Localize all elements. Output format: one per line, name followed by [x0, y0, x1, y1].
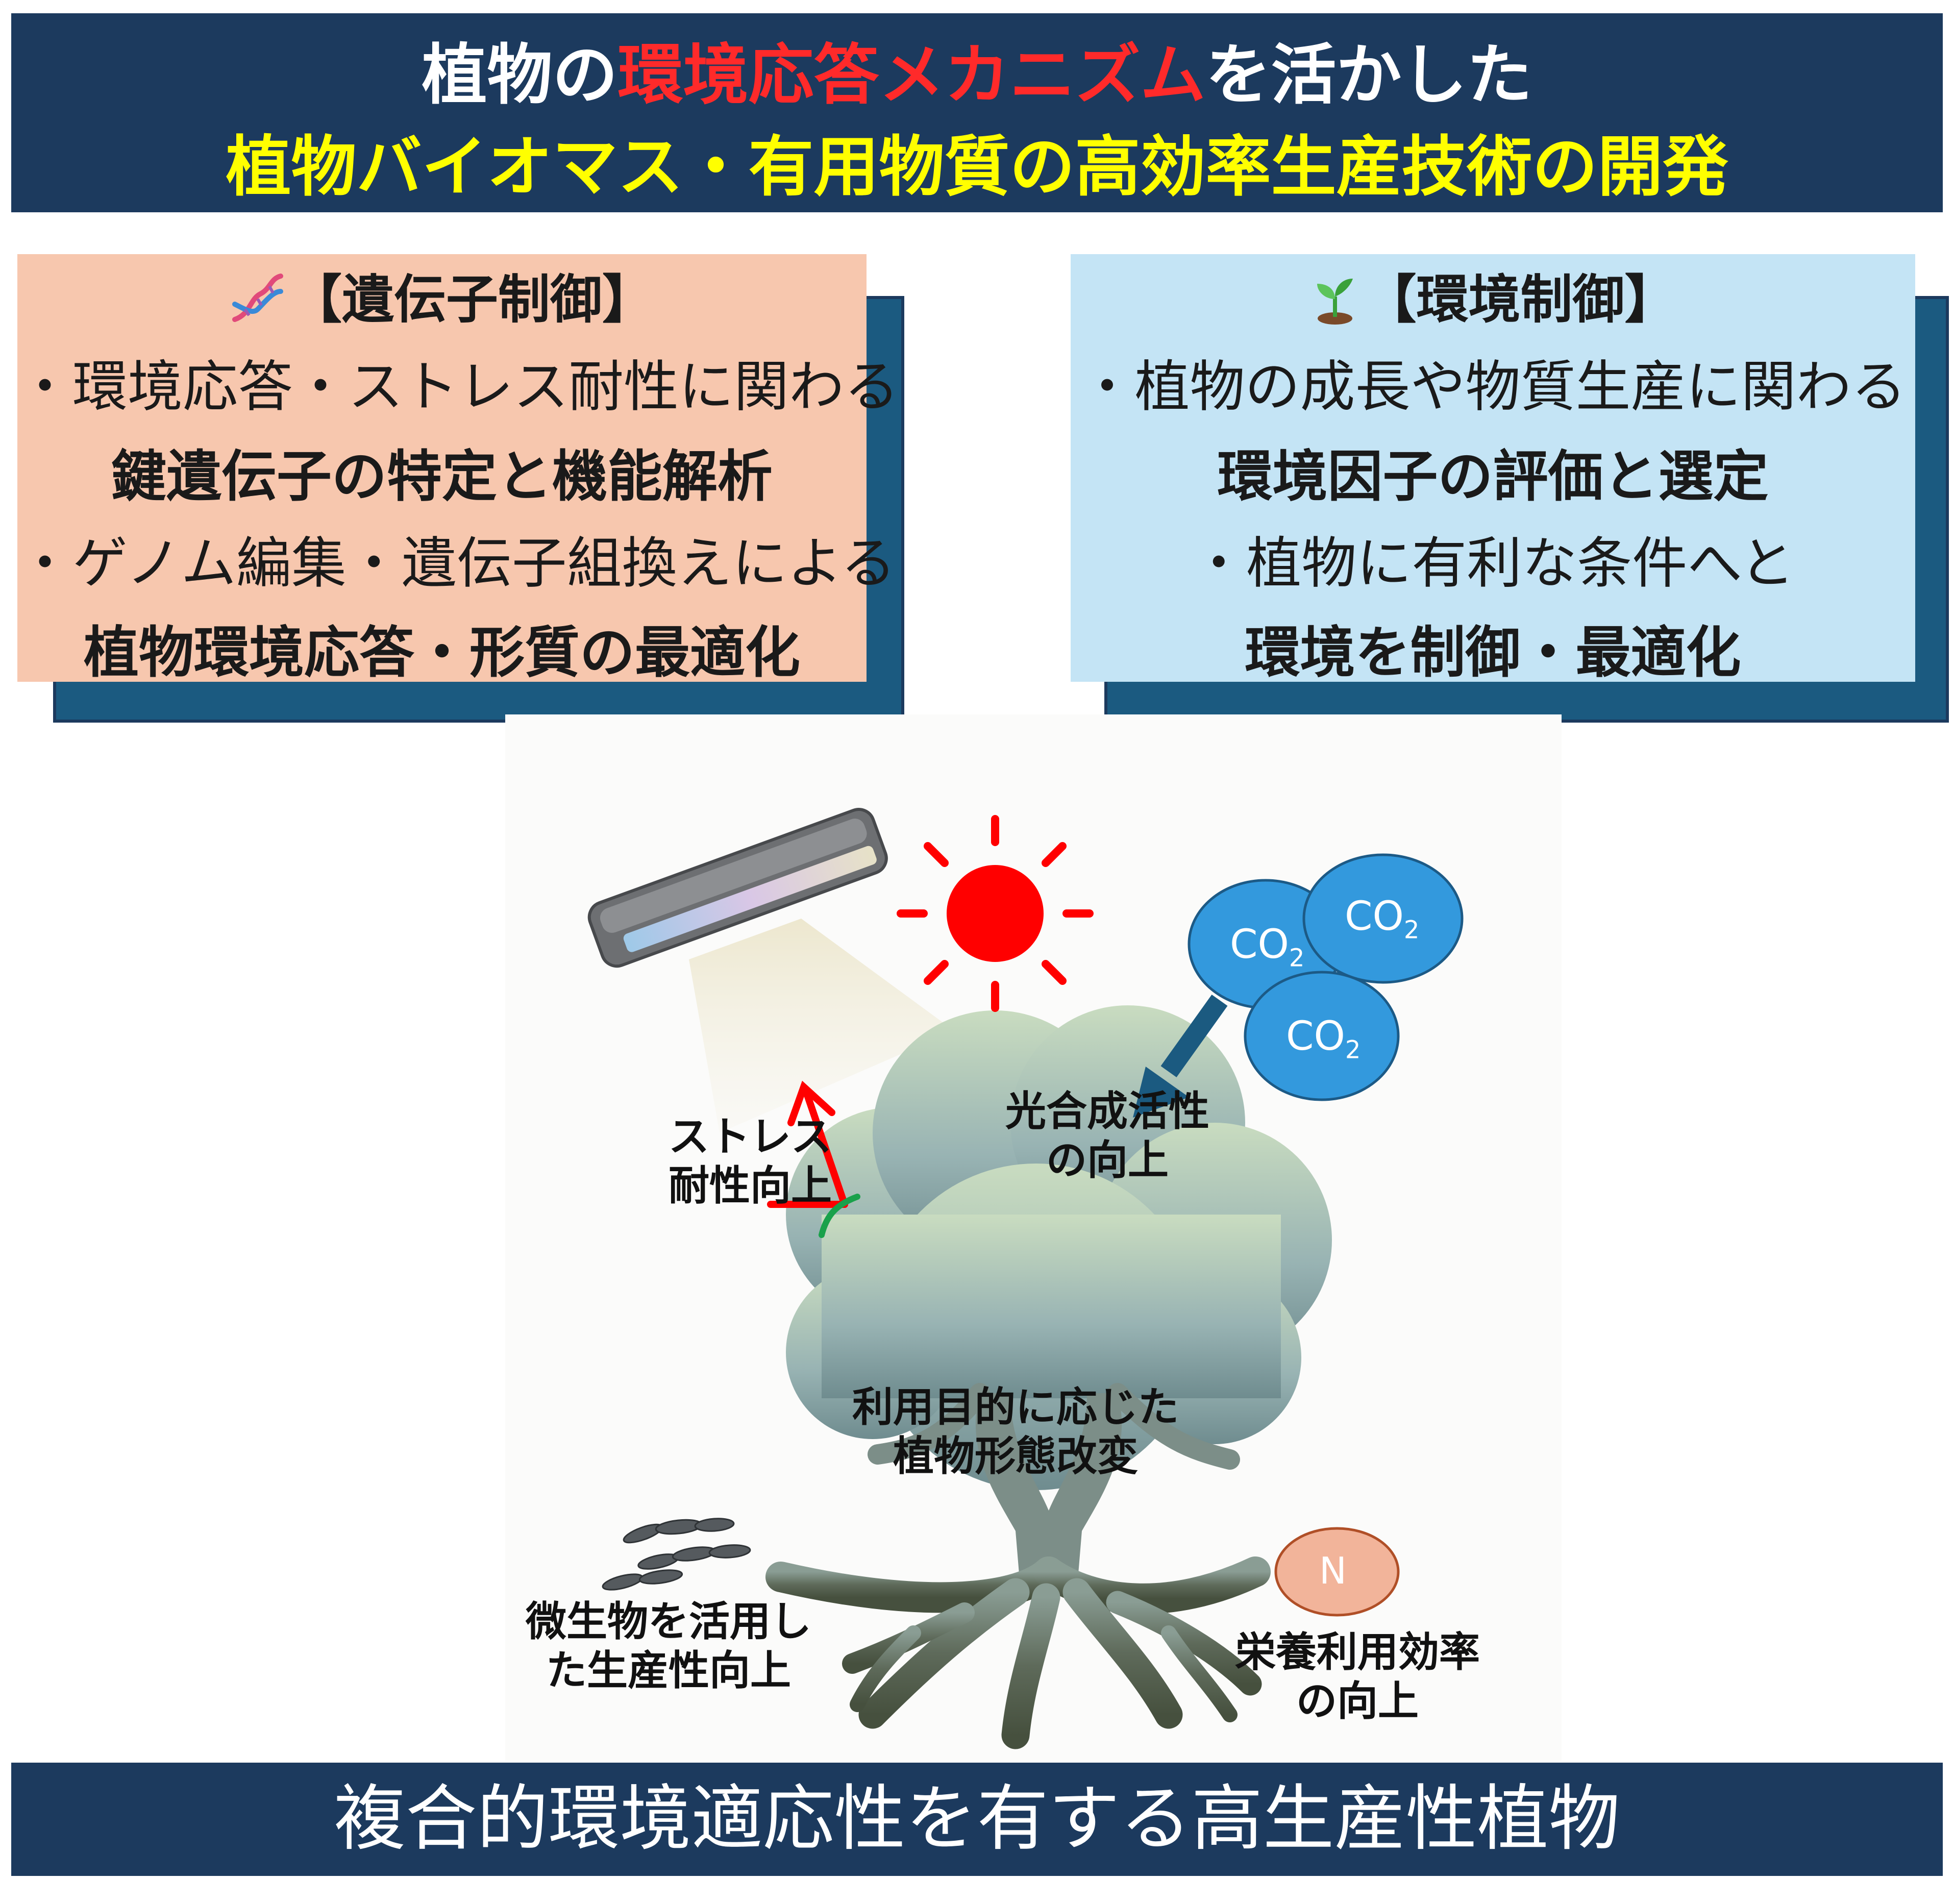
env-line-1: ・植物の成長や物質生産に関わる — [1079, 355, 1907, 419]
photosynthesis-label: 光合成活性の向上 — [1005, 1087, 1209, 1184]
led-lamp-icon — [587, 808, 888, 968]
dna-icon — [230, 274, 286, 333]
leaf-mark — [819, 1194, 860, 1238]
gene-line-4: 植物環境応答・形質の最適化 — [83, 621, 800, 685]
tree-roots — [765, 1556, 1271, 1749]
gene-line-1: ・環境応答・ストレス耐性に関わる — [17, 355, 900, 419]
conclusion-banner: 複合的環境適応性を有する高生産性植物 — [11, 1763, 1943, 1876]
title-line1-pre: 植物の — [422, 37, 618, 113]
co2-label-2: CO2 — [1345, 894, 1420, 945]
gene-box-heading: 【遺伝子制御】 — [17, 274, 867, 333]
co2-bubble-2 — [1302, 853, 1464, 984]
gene-box-heading-text: 【遺伝子制御】 — [290, 269, 654, 331]
env-box-heading-text: 【環境制御】 — [1364, 269, 1677, 331]
nutrient-label: 栄養利用効率の向上 — [1235, 1628, 1480, 1725]
co2-label-1: CO2 — [1230, 922, 1305, 973]
title-banner: 植物の環境応答メカニズムを活かした 植物バイオマス・有用物質の高効率生産技術の開… — [11, 13, 1943, 212]
stress-label: ストレス耐性向上 — [669, 1113, 832, 1209]
sun-icon — [897, 815, 1094, 1012]
light-beam — [689, 919, 954, 1133]
title-line1-highlight: 環境応答メカニズム — [617, 37, 1206, 113]
nitrogen-label: N — [1319, 1549, 1347, 1592]
stress-arrow-icon — [767, 1080, 848, 1208]
env-line-3: ・植物に有利な条件へと — [1191, 532, 1795, 596]
plant-illustration: CO2 CO2 CO2 N ストレス耐性向上 光合成活性の向上 利用目的に応じた… — [505, 714, 1562, 1761]
tree-trunk — [975, 1393, 1122, 1592]
gene-line-2: 鍵遺伝子の特定と機能解析 — [111, 445, 773, 509]
env-control-box: 【環境制御】 ・植物の成長や物質生産に関わる 環境因子の評価と選定 ・植物に有利… — [1071, 254, 1915, 682]
env-box-heading: 【環境制御】 — [1071, 274, 1915, 333]
env-line-2: 環境因子の評価と選定 — [1217, 445, 1769, 509]
microbe-label: 微生物を活用した生産性向上 — [526, 1598, 811, 1694]
title-line1-post: を活かした — [1205, 37, 1532, 113]
co2-label-3: CO2 — [1286, 1013, 1361, 1065]
env-line-4: 環境を制御・最適化 — [1245, 621, 1741, 685]
seedling-icon — [1309, 274, 1361, 333]
title-line1: 植物の環境応答メカニズムを活かした — [11, 43, 1943, 108]
title-line2: 植物バイオマス・有用物質の高効率生産技術の開発 — [226, 129, 1728, 205]
co2-bubble-3 — [1244, 971, 1400, 1101]
nitrogen-icon — [1274, 1527, 1400, 1617]
gene-line-3: ・ゲノム編集・遺伝子組換えによる — [17, 532, 896, 596]
gene-control-box: 【遺伝子制御】 ・環境応答・ストレス耐性に関わる 鍵遺伝子の特定と機能解析 ・ゲ… — [17, 254, 900, 685]
morphology-label: 利用目的に応じた植物形態改変 — [852, 1383, 1179, 1480]
co2-arrow-icon — [1133, 994, 1228, 1118]
microbe-icon — [602, 1518, 751, 1591]
